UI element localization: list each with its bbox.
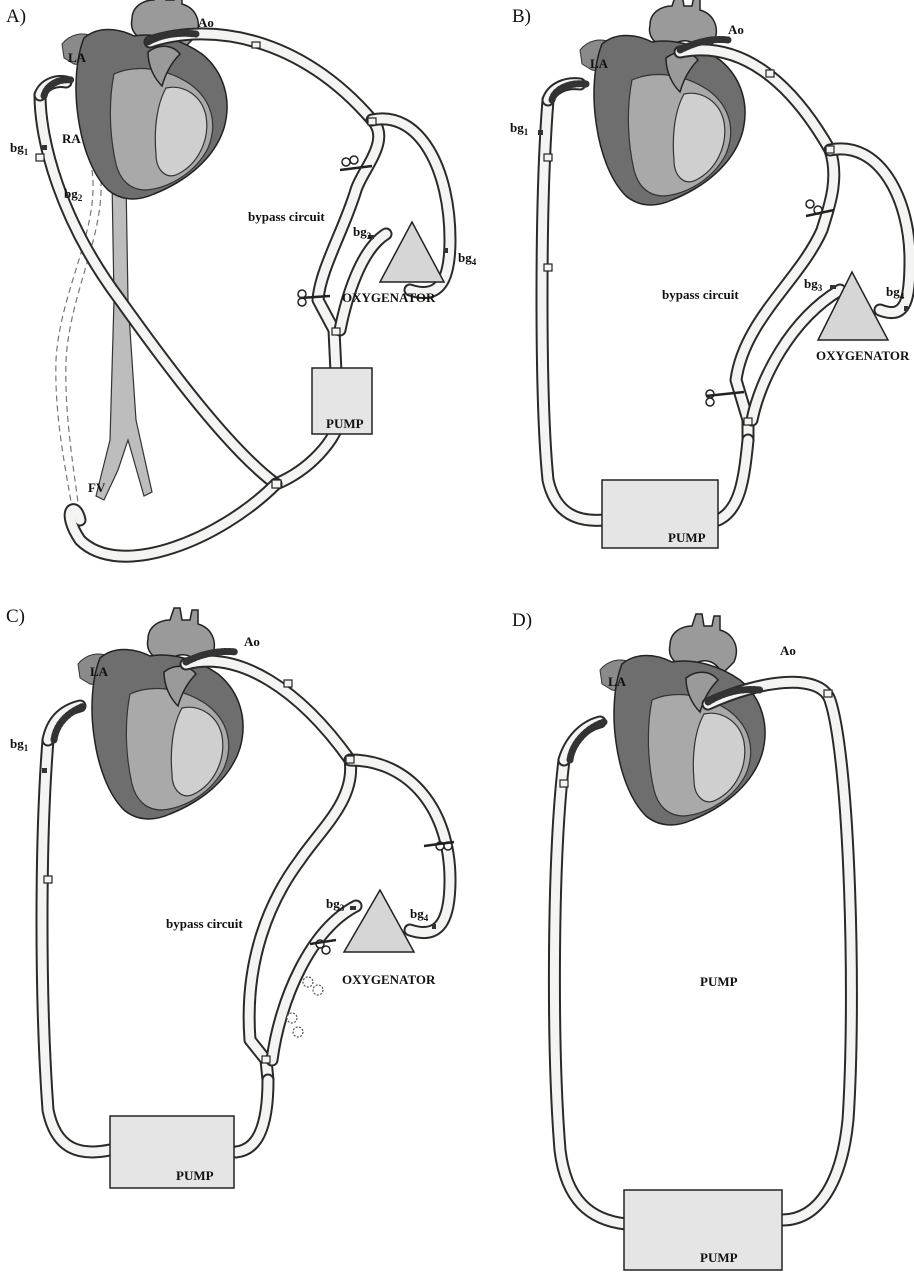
- panel-b-label: B): [512, 6, 531, 27]
- la-label-a: LA: [68, 50, 87, 65]
- bg3-sub-b: 3: [818, 283, 823, 293]
- la-label-c: LA: [90, 664, 109, 679]
- connector-a1: [252, 42, 260, 48]
- panel-c: C) OXYGENATOR PUMP: [6, 606, 454, 1188]
- heart-c: [78, 608, 243, 819]
- la-label-d: LA: [608, 674, 627, 689]
- connector-b3: [744, 418, 752, 425]
- sampling-port-bg1-a: [42, 145, 47, 150]
- la-label-b: LA: [590, 56, 609, 71]
- bg3-text-c: bg: [326, 896, 340, 911]
- connector-c1: [284, 680, 292, 687]
- fv-label-a: FV: [88, 480, 106, 495]
- connector-c3: [262, 1056, 270, 1063]
- bg2-label-a: bg2: [64, 186, 83, 203]
- connector-b4: [544, 154, 552, 161]
- bg1-text-a: bg: [10, 140, 24, 155]
- pump-label-d: PUMP: [700, 1250, 738, 1265]
- bg3-label-a: bg3: [353, 224, 372, 241]
- sampling-port-bg4-a: [444, 248, 448, 253]
- connector-a2: [368, 118, 376, 125]
- bg4-label-a: bg4: [458, 250, 477, 267]
- connector-d2: [560, 780, 568, 787]
- pump-c: [110, 1116, 234, 1188]
- bg4-label-c: bg4: [410, 906, 429, 923]
- pump-label-c: PUMP: [176, 1168, 214, 1183]
- panel-d-label: D): [512, 610, 532, 631]
- bg3-label-b: bg3: [804, 276, 823, 293]
- bg1-label-c: bg1: [10, 736, 29, 753]
- bg1-text-b: bg: [510, 120, 524, 135]
- panel-d: D) PUMP PUMP Ao LA: [512, 610, 851, 1270]
- ao-label-b: Ao: [728, 22, 744, 37]
- heart-d: [600, 614, 765, 825]
- bg2-sub-a: 2: [78, 193, 83, 203]
- bypass-circuit-label-c: bypass circuit: [166, 916, 243, 931]
- bypass-circuit-label-b: bypass circuit: [662, 287, 739, 302]
- bg2-text-a: bg: [64, 186, 78, 201]
- bg4-sub-b: 4: [900, 291, 905, 301]
- bg3-sub-a: 3: [367, 231, 372, 241]
- bg4-label-b: bg4: [886, 284, 905, 301]
- bg1-label-a: bg1: [10, 140, 29, 157]
- bg3-sub-c: 3: [340, 903, 345, 913]
- connector-a3: [332, 328, 340, 335]
- heart-b: [580, 0, 745, 205]
- bg1-sub-b: 1: [524, 127, 529, 137]
- connector-a4: [272, 480, 281, 488]
- pump-label-a: PUMP: [326, 416, 364, 431]
- bg1-sub-a: 1: [24, 147, 29, 157]
- connector-b5: [544, 264, 552, 271]
- connector-a5: [36, 154, 44, 161]
- ao-label-c: Ao: [244, 634, 260, 649]
- bg1-sub-c: 1: [24, 743, 29, 753]
- bg4-sub-a: 4: [472, 257, 477, 267]
- sampling-port-bg3-b: [830, 285, 836, 289]
- connector-d1: [824, 690, 832, 697]
- bg1-text-c: bg: [10, 736, 24, 751]
- panel-c-label: C): [6, 606, 25, 627]
- ra-label-a: RA: [62, 131, 81, 146]
- oxygenator-c: [344, 890, 414, 952]
- oxygenator-label-c: OXYGENATOR: [342, 972, 436, 987]
- bg3-text-b: bg: [804, 276, 818, 291]
- bg3-label-c: bg3: [326, 896, 345, 913]
- bg4-text-a: bg: [458, 250, 472, 265]
- connector-c2: [346, 756, 354, 763]
- panel-b: B) OXYGENATOR PUMP: [510, 0, 910, 548]
- sampling-port-bg4-b: [904, 306, 908, 311]
- panel-a: A) OXYGENATO: [6, 0, 477, 556]
- connector-b1: [766, 70, 774, 77]
- connector-b2: [826, 146, 834, 153]
- bg4-text-c: bg: [410, 906, 424, 921]
- clamp-c1: [424, 842, 454, 850]
- clamp-c3-dashed: [303, 977, 323, 995]
- ao-label-d: Ao: [780, 643, 796, 658]
- pump-label-d-center: PUMP: [700, 974, 738, 989]
- bg3-text-a: bg: [353, 224, 367, 239]
- clamp-c4-dashed: [287, 1013, 303, 1037]
- sampling-port-bg1-b: [538, 130, 543, 135]
- sampling-port-bg3-c: [350, 906, 356, 910]
- oxygenator-label-a: OXYGENATOR: [342, 290, 436, 305]
- oxygenator-label-b: OXYGENATOR: [816, 348, 910, 363]
- bypass-circuit-label-a: bypass circuit: [248, 209, 325, 224]
- pump-label-b: PUMP: [668, 530, 706, 545]
- ao-label-a: Ao: [198, 15, 214, 30]
- bg4-sub-c: 4: [424, 913, 429, 923]
- la-cannula-d: [570, 722, 604, 760]
- bg4-text-b: bg: [886, 284, 900, 299]
- bg1-label-b: bg1: [510, 120, 529, 137]
- connector-c4: [44, 876, 52, 883]
- sampling-port-bg4-c: [432, 924, 436, 929]
- panel-a-label: A): [6, 6, 26, 27]
- sampling-port-bg1-c: [42, 768, 47, 773]
